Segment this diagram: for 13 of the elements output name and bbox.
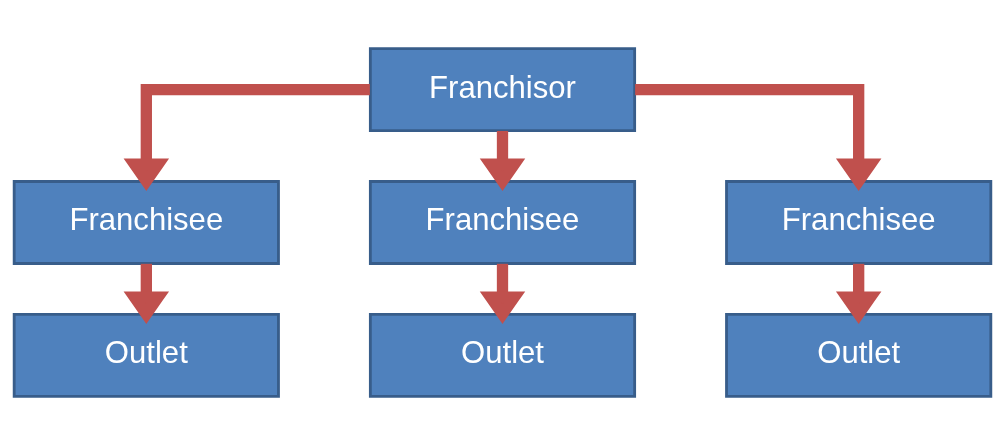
arrow	[479, 263, 526, 324]
node-box: Franchisee	[368, 179, 637, 265]
node-box: Outlet	[368, 312, 637, 398]
node-box: Franchisee	[12, 179, 280, 265]
node-box: Outlet	[725, 312, 993, 398]
node-box: Franchisee	[725, 179, 993, 265]
arrow	[123, 83, 370, 191]
arrow	[479, 130, 526, 191]
node-box: Franchisor	[368, 46, 637, 132]
node-box: Outlet	[12, 312, 280, 398]
arrow	[635, 83, 882, 191]
arrow	[123, 263, 170, 324]
arrow	[835, 263, 882, 324]
